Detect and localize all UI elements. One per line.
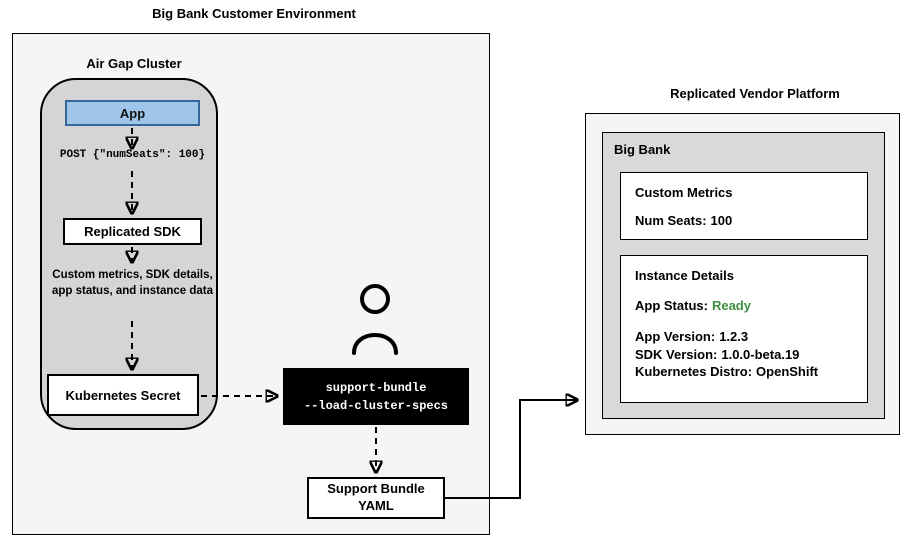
sdk-version-value: 1.0.0-beta.19 (721, 346, 800, 362)
big-bank-label: Big Bank (614, 142, 671, 157)
app-status-value: Ready (711, 298, 751, 313)
sdk-version-label: SDK Version: (635, 346, 718, 362)
support-bundle-yaml-line1: Support Bundle (327, 481, 425, 497)
support-bundle-command: support-bundle --load-cluster-specs (283, 368, 469, 425)
support-bundle-yaml-line2: YAML (358, 498, 394, 513)
air-gap-cluster-label: Air Gap Cluster (86, 56, 182, 71)
kubernetes-secret-node: Kubernetes Secret (47, 374, 199, 416)
kubernetes-distro-row: Kubernetes Distro:OpenShift (635, 363, 853, 381)
post-request-text: POST {"numSeats": 100} (59, 149, 206, 161)
app-status-row: App Status:Ready (635, 298, 853, 313)
replicated-sdk-label: Replicated SDK (84, 224, 181, 239)
customer-environment-title: Big Bank Customer Environment (152, 6, 356, 21)
support-bundle-command-line2: --load-cluster-specs (303, 398, 449, 413)
replicated-sdk-node: Replicated SDK (63, 218, 202, 245)
app-status-label: App Status: (635, 298, 708, 313)
kubernetes-distro-label: Kubernetes Distro: (635, 364, 753, 380)
num-seats-value: 100 (710, 213, 733, 228)
instance-details-card: Instance Details App Status:Ready App Ve… (620, 255, 868, 403)
sdk-version-row: SDK Version:1.0.0-beta.19 (635, 346, 853, 364)
metrics-flow-note: Custom metrics, SDK details, app status,… (51, 269, 214, 298)
instance-details-title: Instance Details (635, 268, 734, 283)
instance-details-rows: App Version:1.2.3 SDK Version:1.0.0-beta… (635, 328, 853, 381)
num-seats-row: Num Seats:100 (635, 213, 853, 228)
support-bundle-yaml-node: Support Bundle YAML (307, 477, 445, 519)
custom-metrics-card: Custom Metrics Num Seats:100 (620, 172, 868, 240)
kubernetes-distro-value: OpenShift (756, 364, 819, 380)
app-node: App (65, 100, 200, 126)
kubernetes-secret-label: Kubernetes Secret (65, 387, 181, 403)
num-seats-label: Num Seats: (635, 213, 707, 228)
person-icon (352, 284, 398, 355)
support-bundle-command-line1: support-bundle (325, 380, 427, 395)
vendor-platform-title: Replicated Vendor Platform (670, 86, 840, 101)
app-version-row: App Version:1.2.3 (635, 328, 853, 346)
custom-metrics-title: Custom Metrics (635, 185, 733, 200)
app-node-label: App (119, 105, 146, 121)
app-version-value: 1.2.3 (719, 329, 749, 344)
app-version-label: App Version: (635, 329, 716, 344)
